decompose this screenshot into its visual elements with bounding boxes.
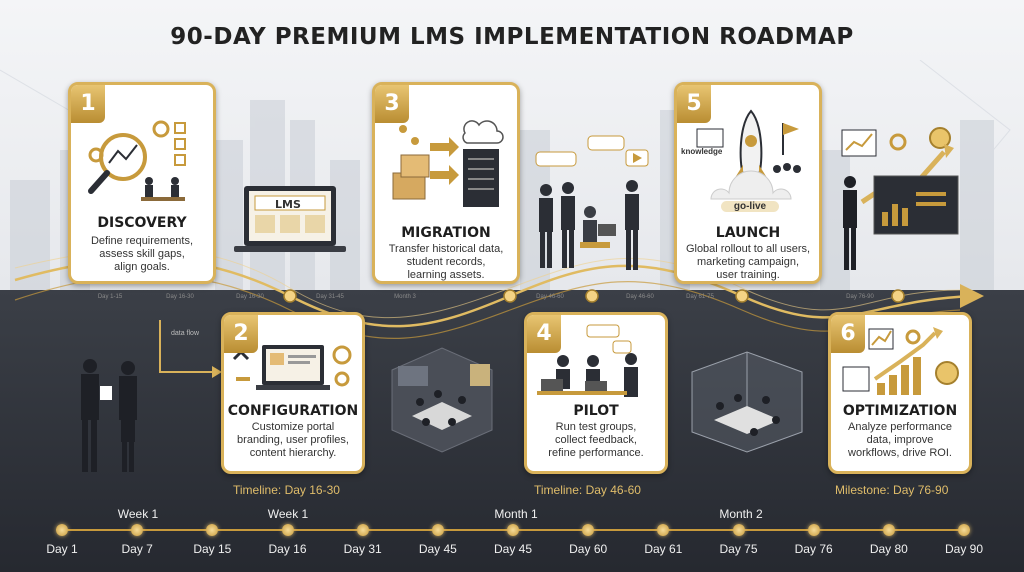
go-live-label: go-live <box>721 201 779 212</box>
team-review-illustration <box>535 135 649 270</box>
timeline-day-label: Day 61 <box>644 542 683 556</box>
flow-label: Day 31-45 <box>316 294 344 300</box>
phase-description: Analyze performance data, improve workfl… <box>848 421 952 459</box>
phase-number-badge: 1 <box>71 85 105 123</box>
phase-number-badge: 2 <box>224 315 258 353</box>
phase-description: Transfer historical data, student record… <box>388 243 504 281</box>
phase-title: DISCOVERY <box>97 215 187 231</box>
timeline-dot <box>131 524 144 536</box>
lms-screen-label: LMS <box>275 198 301 211</box>
timeline-day-label: Day 45 <box>493 542 533 556</box>
timeline-dot <box>206 524 219 536</box>
timeline-dot <box>657 524 670 536</box>
flow-label: Day 61-75 <box>686 294 714 300</box>
axis-group-label: Month 2 <box>719 507 763 521</box>
phase-card-pilot[interactable]: 4 PILOT Run test groups, collect feedbac… <box>524 312 668 474</box>
milestone-note: Milestone: Day 76-90 <box>835 483 949 497</box>
timeline-dot <box>507 524 519 536</box>
phase-description: Define requirements, assess skill gaps, … <box>90 235 194 273</box>
consultants-illustration <box>81 359 137 472</box>
axis-group-label: Month 1 <box>494 507 538 521</box>
discovery-illustration <box>88 120 186 201</box>
flow-label: Day 76-90 <box>846 294 874 300</box>
flow-label: Day 16-30 <box>236 294 264 300</box>
timeline-note: Timeline: Day 46-60 <box>534 483 641 497</box>
data-flow-label: data flow <box>170 330 200 337</box>
phase-number-badge: 5 <box>677 85 711 123</box>
phase-description: Run test groups, collect feedback, refin… <box>548 421 644 459</box>
phase-title: CONFIGURATION <box>227 403 359 419</box>
timeline-day-label: Day 60 <box>569 542 608 556</box>
flow-label: Day 1-15 <box>97 294 123 300</box>
timeline-day-label: Day 45 <box>418 542 457 556</box>
axis-group-label: Week 1 <box>117 507 159 521</box>
phase-description: Global rollout to all users, marketing c… <box>685 243 811 281</box>
phase-card-launch[interactable]: knowledge go-live 5 LAUNCH Global rollou… <box>674 82 822 284</box>
timeline-day-label: Day 16 <box>268 542 307 556</box>
phase-card-migration[interactable]: 3 MIGRATION Transfer historical data, st… <box>372 82 520 284</box>
timeline-dot <box>56 524 68 536</box>
timeline-day-label: Day 31 <box>343 542 382 556</box>
phase-number-badge: 3 <box>375 85 409 123</box>
pilot-illustration <box>537 324 638 397</box>
meeting-room-illustration <box>391 347 493 453</box>
launch-illustration <box>696 109 801 200</box>
timeline-day-label: Day 75 <box>719 542 758 556</box>
timeline-dot <box>958 524 970 536</box>
growth-presenter-illustration <box>841 127 959 270</box>
axis-group-label: Week 1 <box>267 507 309 521</box>
phase-card-configuration[interactable]: 2 CONFIGURATION Customize portal brandin… <box>221 312 365 474</box>
configuration-illustration <box>232 343 352 390</box>
timeline-note: Timeline: Day 16-30 <box>233 483 340 497</box>
lms-laptop-illustration <box>234 186 346 252</box>
phase-title: PILOT <box>573 403 619 419</box>
flow-label: Day 46-60 <box>626 294 654 300</box>
timeline-dot <box>281 524 294 536</box>
phase-description: Customize portal branding, user profiles… <box>237 421 349 459</box>
timeline-dot <box>431 524 444 536</box>
timeline-dot <box>807 524 820 536</box>
phase-title: MIGRATION <box>401 225 491 241</box>
timeline-day-label: Day 90 <box>944 542 984 556</box>
timeline-day-label: Day 80 <box>869 542 908 556</box>
phase-title: LAUNCH <box>715 225 781 241</box>
phase-title: OPTIMIZATION <box>842 403 958 419</box>
phase-card-discovery[interactable]: 1 DISCOVERY Define requirements, assess … <box>68 82 216 284</box>
timeline-day-label: Day 76 <box>794 542 833 556</box>
migration-illustration <box>392 120 504 207</box>
timeline-dot <box>356 524 369 536</box>
timeline-day-label: Day 15 <box>193 542 232 556</box>
page-title: 90-DAY PREMIUM LMS IMPLEMENTATION ROADMA… <box>170 24 854 50</box>
timeline-day-label: Day 1 <box>46 542 78 556</box>
timeline-dot <box>732 524 745 536</box>
phase-number-badge: 4 <box>527 315 561 353</box>
glass-meeting-room-illustration <box>691 351 803 453</box>
timeline-dot <box>882 524 895 536</box>
timeline-dot <box>582 524 595 536</box>
knowledge-label: knowledge <box>681 147 723 156</box>
flow-label: Day 46-60 <box>536 294 564 300</box>
phase-card-optimization[interactable]: 6 OPTIMIZATION Analyze performance data,… <box>828 312 972 474</box>
flow-label: Month 3 <box>394 294 416 300</box>
timeline-day-label: Day 7 <box>121 542 153 556</box>
optimization-illustration <box>842 327 959 395</box>
phase-number-badge: 6 <box>831 315 865 353</box>
flow-label: Day 16-30 <box>166 294 194 300</box>
